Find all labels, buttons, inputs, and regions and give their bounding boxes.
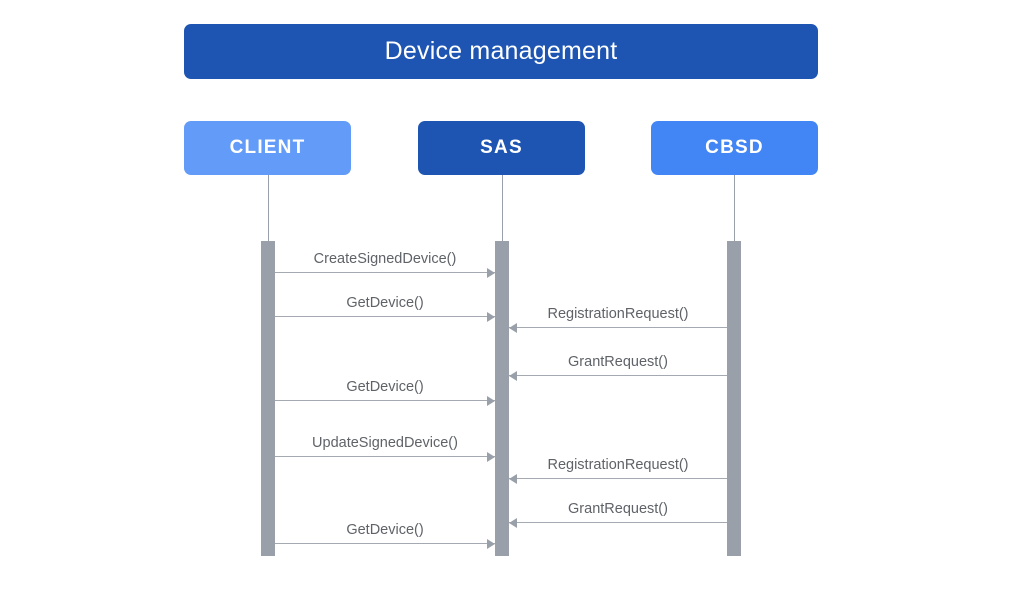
arrowhead-left-icon [509, 371, 517, 381]
message-label: GetDevice() [346, 379, 424, 395]
message-label: CreateSignedDevice() [313, 251, 457, 267]
message-label: GetDevice() [346, 522, 424, 538]
participant-label: CBSD [705, 137, 764, 158]
message-line [509, 375, 727, 376]
message-line [275, 543, 495, 544]
activation-bar-sas [495, 241, 509, 556]
lifeline-cbsd [734, 175, 735, 241]
message-label: GrantRequest() [568, 354, 668, 370]
arrowhead-left-icon [509, 474, 517, 484]
message-label: RegistrationRequest() [547, 457, 689, 473]
arrowhead-right-icon [487, 312, 495, 322]
message-line [509, 522, 727, 523]
message-line [509, 327, 727, 328]
arrowhead-right-icon [487, 539, 495, 549]
participant-label: CLIENT [229, 137, 306, 158]
arrowhead-left-icon [509, 518, 517, 528]
message-line [275, 272, 495, 273]
message-line [275, 316, 495, 317]
message-line [275, 456, 495, 457]
page-title: Device management [384, 37, 618, 65]
diagram-title-banner: Device management [184, 24, 818, 79]
lifeline-client [268, 175, 269, 241]
message-label: GrantRequest() [568, 501, 668, 517]
participant-client[interactable]: CLIENT [184, 121, 351, 175]
message-label: RegistrationRequest() [547, 306, 689, 322]
arrowhead-right-icon [487, 268, 495, 278]
message-line [275, 400, 495, 401]
arrowhead-right-icon [487, 396, 495, 406]
arrowhead-right-icon [487, 452, 495, 462]
message-line [509, 478, 727, 479]
participant-sas[interactable]: SAS [418, 121, 585, 175]
activation-bar-client [261, 241, 275, 556]
activation-bar-cbsd [727, 241, 741, 556]
message-label: UpdateSignedDevice() [312, 435, 458, 451]
message-label: GetDevice() [346, 295, 424, 311]
arrowhead-left-icon [509, 323, 517, 333]
participant-cbsd[interactable]: CBSD [651, 121, 818, 175]
participant-label: SAS [480, 137, 523, 158]
lifeline-sas [502, 175, 503, 241]
